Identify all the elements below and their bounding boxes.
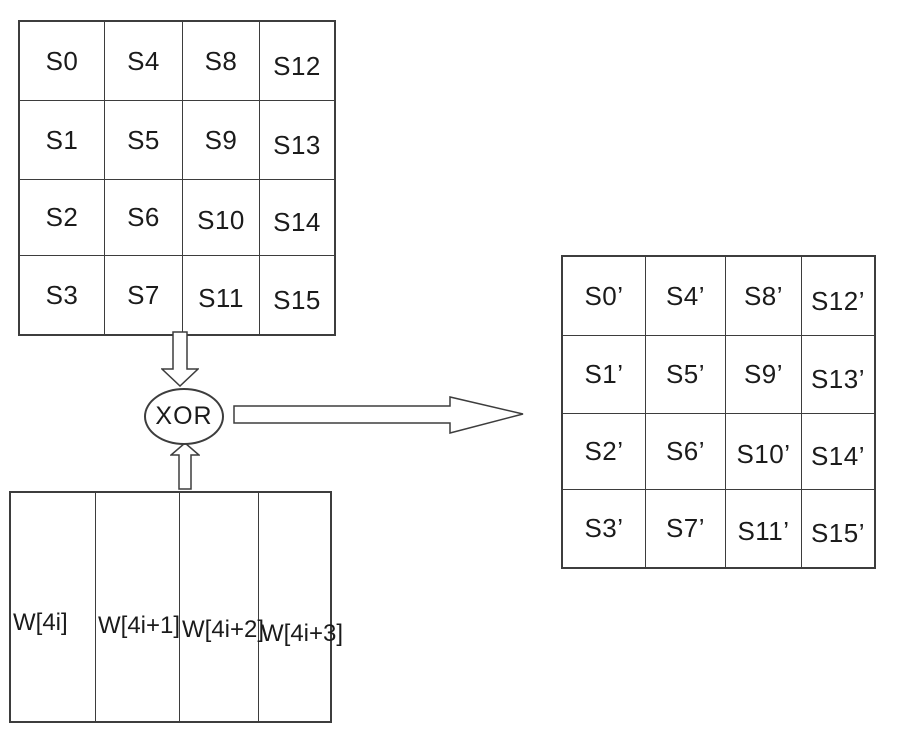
state-cell: S6’ — [645, 413, 725, 489]
state-cell: S0 — [45, 45, 79, 76]
round-key-word-label: W[4i+1] — [98, 612, 181, 639]
output-state-grid: S0’ S4’ S8’ S12’ S1’ S5’ S9’ S13’ S2’ S6… — [561, 255, 876, 569]
state-cell: S0’ — [584, 280, 624, 311]
state-cell: S15’ — [801, 489, 874, 567]
state-cell: S11 — [182, 255, 259, 334]
state-cell: S8 — [182, 22, 259, 100]
round-key-word: W[4i+3] — [258, 493, 343, 721]
state-cell: S7’ — [645, 489, 725, 567]
state-cell: S9’ — [725, 335, 801, 413]
state-cell: S9 — [182, 100, 259, 179]
state-cell: S14’ — [801, 413, 874, 489]
state-cell: S12’ — [801, 257, 874, 335]
xor-label: XOR — [155, 402, 213, 430]
state-cell: S13 — [259, 100, 334, 179]
right-arrow-icon — [233, 396, 524, 434]
state-cell: S14 — [259, 179, 334, 255]
state-cell: S4 — [104, 22, 182, 100]
state-cell: S12 — [259, 22, 334, 100]
state-cell: S10 — [182, 179, 259, 255]
state-cell: S11’ — [725, 489, 801, 567]
state-cell: S4’ — [645, 257, 725, 335]
state-cell: S7 — [104, 255, 182, 334]
state-cell: S13’ — [801, 335, 874, 413]
up-arrow-icon — [170, 442, 200, 490]
input-state-grid: S0 S4 S8 S12 S1 S5 S9 S13 S2 S6 S10 S14 … — [18, 20, 336, 336]
state-cell: S3 — [20, 255, 104, 334]
round-key-word: W[4i] — [11, 493, 95, 721]
round-key-word-label: W[4i] — [13, 609, 68, 636]
round-key-block: W[4i] W[4i+1] W[4i+2] W[4i+3] — [9, 491, 343, 723]
state-cell: S6 — [104, 179, 182, 255]
state-cell: S10’ — [725, 413, 801, 489]
state-cell: S1’ — [563, 335, 645, 413]
down-arrow-icon — [161, 331, 199, 387]
state-cell: S8’ — [725, 257, 801, 335]
round-key-word-label: W[4i+3] — [261, 620, 344, 647]
xor-node: XOR — [144, 388, 224, 445]
round-key-word: W[4i+2] — [179, 493, 264, 721]
round-key-word: W[4i+1] — [95, 493, 181, 721]
state-cell: S15 — [259, 255, 334, 334]
state-cell: S2 — [20, 179, 104, 255]
state-cell: S5 — [104, 100, 182, 179]
state-cell: S5’ — [645, 335, 725, 413]
state-cell: S2’ — [563, 413, 645, 489]
state-cell: S1 — [20, 100, 104, 179]
state-cell: S3’ — [563, 489, 645, 567]
round-key-word-label: W[4i+2] — [182, 616, 265, 643]
